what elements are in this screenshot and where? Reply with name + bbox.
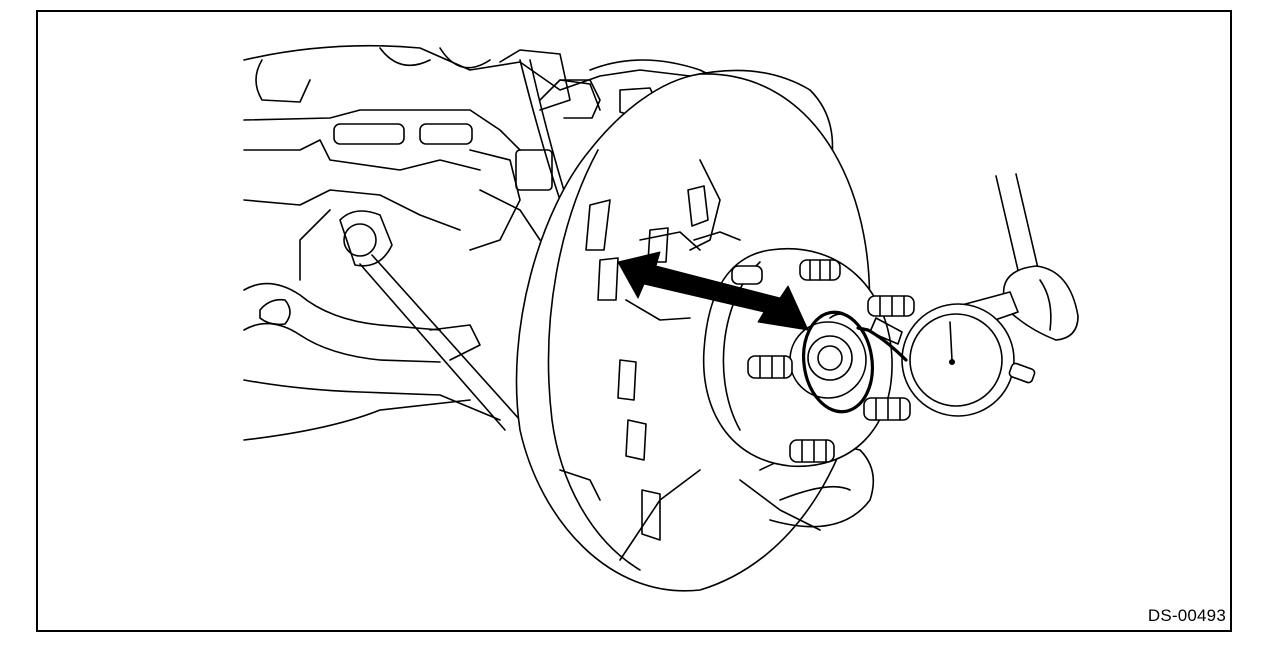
steering-knuckle (625, 159, 741, 321)
wheel-stud (867, 295, 915, 317)
wheel-studs (731, 259, 915, 463)
wheel-stud (789, 439, 835, 463)
wheel-stud (799, 259, 841, 281)
dial-indicator (829, 173, 1079, 417)
wheel-stud (747, 355, 793, 379)
wheel-stud (731, 265, 763, 285)
hub-flange (702, 247, 893, 467)
figure-code-label: DS-00493 (1147, 606, 1226, 625)
axial-movement-arrow (617, 251, 809, 331)
stabilizer-bar (243, 282, 501, 441)
wheel-stud (863, 397, 911, 421)
drive-shaft (299, 209, 521, 431)
hub-pilot-ring (802, 310, 874, 414)
